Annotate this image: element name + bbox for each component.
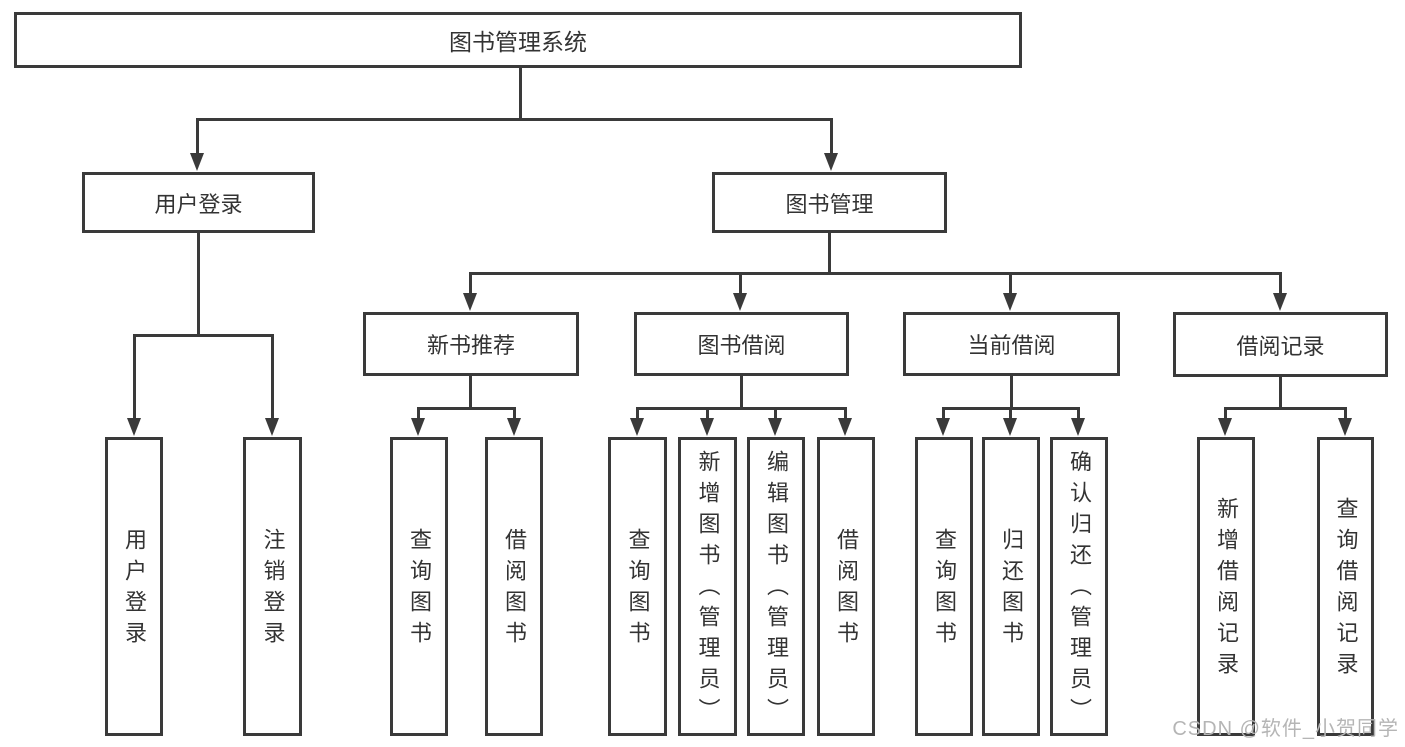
arrow-current-leaf-2 xyxy=(1003,407,1017,436)
leaf-query-books-recommend: 查询图书 xyxy=(390,437,448,736)
node-current-borrow: 当前借阅 xyxy=(903,312,1120,376)
arrow-record-leaf-2 xyxy=(1338,407,1352,436)
node-user-login: 用户登录 xyxy=(82,172,315,233)
arrow-to-new-book-recommend xyxy=(463,272,477,311)
connector-current-stub xyxy=(1010,374,1013,407)
node-borrow-record: 借阅记录 xyxy=(1173,312,1388,377)
arrow-recommend-leaf-2 xyxy=(507,407,521,436)
leaf-confirm-return-admin: 确认归还（管理员） xyxy=(1050,437,1108,736)
leaf-logout: 注销登录 xyxy=(243,437,302,736)
csdn-watermark: CSDN @软件_小贺同学 xyxy=(1172,718,1399,740)
arrow-to-book-borrow xyxy=(733,272,747,311)
arrow-borrow-leaf-4 xyxy=(838,407,852,436)
node-new-book-recommend: 新书推荐 xyxy=(363,312,579,376)
connector-root-bar xyxy=(197,118,833,121)
arrow-to-book-management xyxy=(824,118,838,171)
connector-record-stub xyxy=(1279,375,1282,407)
node-book-borrow: 图书借阅 xyxy=(634,312,849,376)
connector-borrow-bar xyxy=(636,407,847,410)
arrow-to-user-login xyxy=(190,118,204,171)
leaf-borrow-books-recommend: 借阅图书 xyxy=(485,437,543,736)
arrow-record-leaf-1 xyxy=(1218,407,1232,436)
leaf-query-books-current: 查询图书 xyxy=(915,437,973,736)
connector-borrow-stub xyxy=(740,374,743,407)
leaf-edit-book-admin: 编辑图书（管理员） xyxy=(747,437,805,736)
leaf-add-book-admin: 新增图书（管理员） xyxy=(678,437,737,736)
arrow-to-borrow-record xyxy=(1273,272,1287,311)
leaf-borrow-books: 借阅图书 xyxy=(817,437,875,736)
node-library-system: 图书管理系统 xyxy=(14,12,1022,68)
arrow-borrow-leaf-2 xyxy=(700,407,714,436)
arrow-current-leaf-1 xyxy=(936,407,950,436)
leaf-return-book: 归还图书 xyxy=(982,437,1040,736)
connector-record-bar xyxy=(1224,407,1346,410)
arrow-to-leaf-logout xyxy=(265,334,279,436)
arrow-to-leaf-user-login xyxy=(127,334,141,436)
leaf-query-books-borrow: 查询图书 xyxy=(608,437,667,736)
arrow-current-leaf-3 xyxy=(1071,407,1085,436)
arrow-to-current-borrow xyxy=(1003,272,1017,311)
connector-bookmgmt-bar xyxy=(469,272,1282,275)
connector-root-stub xyxy=(519,66,522,118)
connector-userlogin-stub xyxy=(197,231,200,334)
leaf-query-borrow-record: 查询借阅记录 xyxy=(1317,437,1374,736)
leaf-user-login: 用户登录 xyxy=(105,437,163,736)
connector-recommend-bar xyxy=(417,407,516,410)
connector-userlogin-bar xyxy=(133,334,274,337)
arrow-recommend-leaf-1 xyxy=(411,407,425,436)
connector-recommend-stub xyxy=(469,374,472,407)
arrow-borrow-leaf-1 xyxy=(630,407,644,436)
node-book-management: 图书管理 xyxy=(712,172,947,233)
arrow-borrow-leaf-3 xyxy=(768,407,782,436)
connector-bookmgmt-stub xyxy=(828,231,831,272)
leaf-add-borrow-record: 新增借阅记录 xyxy=(1197,437,1255,736)
